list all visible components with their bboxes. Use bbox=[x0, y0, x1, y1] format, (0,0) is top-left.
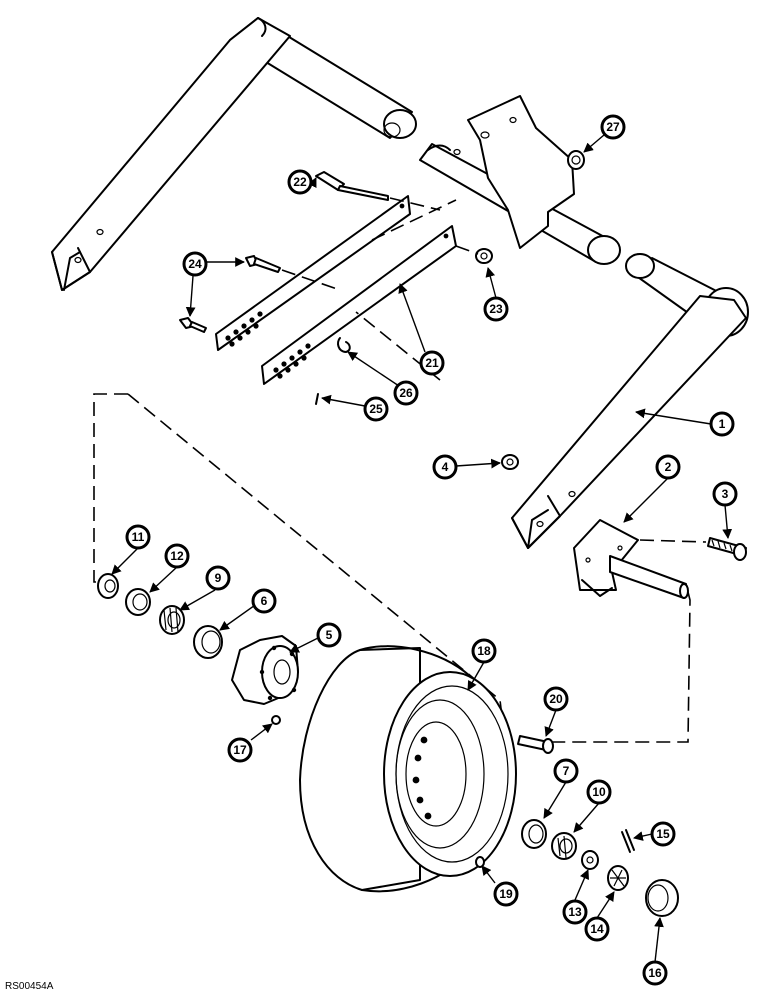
svg-text:21: 21 bbox=[425, 356, 439, 370]
callout-12: 12 bbox=[164, 543, 190, 569]
svg-text:14: 14 bbox=[590, 922, 604, 936]
pin-25 bbox=[315, 393, 319, 405]
bolt-22 bbox=[315, 171, 441, 211]
callout-23: 23 bbox=[483, 296, 509, 322]
wheel-rim-18 bbox=[299, 645, 517, 893]
bolt-24-lower bbox=[179, 317, 207, 333]
nut-23 bbox=[455, 245, 493, 264]
svg-text:26: 26 bbox=[399, 386, 413, 400]
callout-18: 18 bbox=[471, 638, 497, 664]
callout-leaders bbox=[111, 134, 733, 963]
callout-14: 14 bbox=[584, 916, 610, 942]
cup-12 bbox=[125, 588, 151, 616]
center-mounting-bracket bbox=[419, 95, 621, 265]
svg-text:2: 2 bbox=[665, 460, 672, 474]
svg-text:24: 24 bbox=[188, 257, 202, 271]
svg-text:13: 13 bbox=[568, 905, 582, 919]
nut-14 bbox=[607, 865, 629, 891]
svg-text:10: 10 bbox=[592, 785, 606, 799]
svg-text:5: 5 bbox=[326, 628, 333, 642]
cup-7 bbox=[521, 819, 547, 849]
callout-2: 2 bbox=[655, 454, 681, 480]
drawing-reference: RS00454A bbox=[5, 981, 54, 992]
callout-21: 21 bbox=[419, 350, 445, 376]
callout-3: 3 bbox=[712, 481, 738, 507]
bolt-3 bbox=[639, 537, 747, 561]
left-axle-arm bbox=[51, 17, 417, 291]
svg-text:19: 19 bbox=[499, 887, 513, 901]
fitting-17 bbox=[271, 715, 281, 725]
svg-text:18: 18 bbox=[477, 644, 491, 658]
callout-16: 16 bbox=[642, 960, 668, 986]
callout-25: 25 bbox=[363, 396, 389, 422]
svg-text:11: 11 bbox=[132, 530, 145, 544]
callout-11: 11 bbox=[125, 524, 151, 550]
callout-27: 27 bbox=[600, 114, 626, 140]
spindle bbox=[573, 519, 689, 599]
svg-text:7: 7 bbox=[563, 764, 570, 778]
svg-text:22: 22 bbox=[293, 175, 307, 189]
callout-17: 17 bbox=[227, 737, 253, 763]
adjustment-plates bbox=[215, 195, 457, 385]
svg-text:4: 4 bbox=[442, 460, 449, 474]
cup-6 bbox=[193, 625, 223, 659]
svg-text:27: 27 bbox=[606, 120, 620, 134]
svg-text:15: 15 bbox=[656, 827, 670, 841]
callout-9: 9 bbox=[205, 565, 231, 591]
hub-5 bbox=[231, 635, 299, 705]
callout-10: 10 bbox=[586, 779, 612, 805]
svg-text:25: 25 bbox=[369, 402, 383, 416]
wheel-bolt-20 bbox=[517, 735, 554, 754]
svg-text:16: 16 bbox=[648, 966, 662, 980]
svg-text:12: 12 bbox=[170, 549, 184, 563]
cotter-pin-15 bbox=[621, 829, 635, 853]
svg-text:3: 3 bbox=[722, 487, 729, 501]
svg-text:17: 17 bbox=[233, 743, 247, 757]
svg-text:9: 9 bbox=[215, 571, 222, 585]
callout-4: 4 bbox=[432, 454, 458, 480]
callout-7: 7 bbox=[553, 758, 579, 784]
callout-15: 15 bbox=[650, 821, 676, 847]
callout-20: 20 bbox=[543, 686, 569, 712]
cone-10 bbox=[551, 832, 577, 860]
callout-5: 5 bbox=[316, 622, 342, 648]
callout-26: 26 bbox=[393, 380, 419, 406]
right-axle-arm bbox=[511, 253, 749, 549]
svg-text:1: 1 bbox=[719, 417, 726, 431]
cone-9 bbox=[159, 605, 185, 635]
pin-26 bbox=[337, 337, 351, 353]
callout-24: 24 bbox=[182, 251, 208, 277]
seal-11 bbox=[97, 573, 119, 599]
callout-6: 6 bbox=[251, 588, 277, 614]
nut-27 bbox=[567, 150, 585, 170]
svg-text:6: 6 bbox=[261, 594, 268, 608]
callout-19: 19 bbox=[493, 881, 519, 907]
bolt-24-upper bbox=[245, 255, 341, 291]
dust-cap-16 bbox=[645, 879, 679, 917]
washer-13 bbox=[581, 850, 599, 870]
callout-1: 1 bbox=[709, 411, 735, 437]
svg-text:20: 20 bbox=[549, 692, 563, 706]
callout-13: 13 bbox=[562, 899, 588, 925]
callout-22: 22 bbox=[287, 169, 313, 195]
svg-text:23: 23 bbox=[489, 302, 503, 316]
nut-4 bbox=[501, 454, 519, 470]
